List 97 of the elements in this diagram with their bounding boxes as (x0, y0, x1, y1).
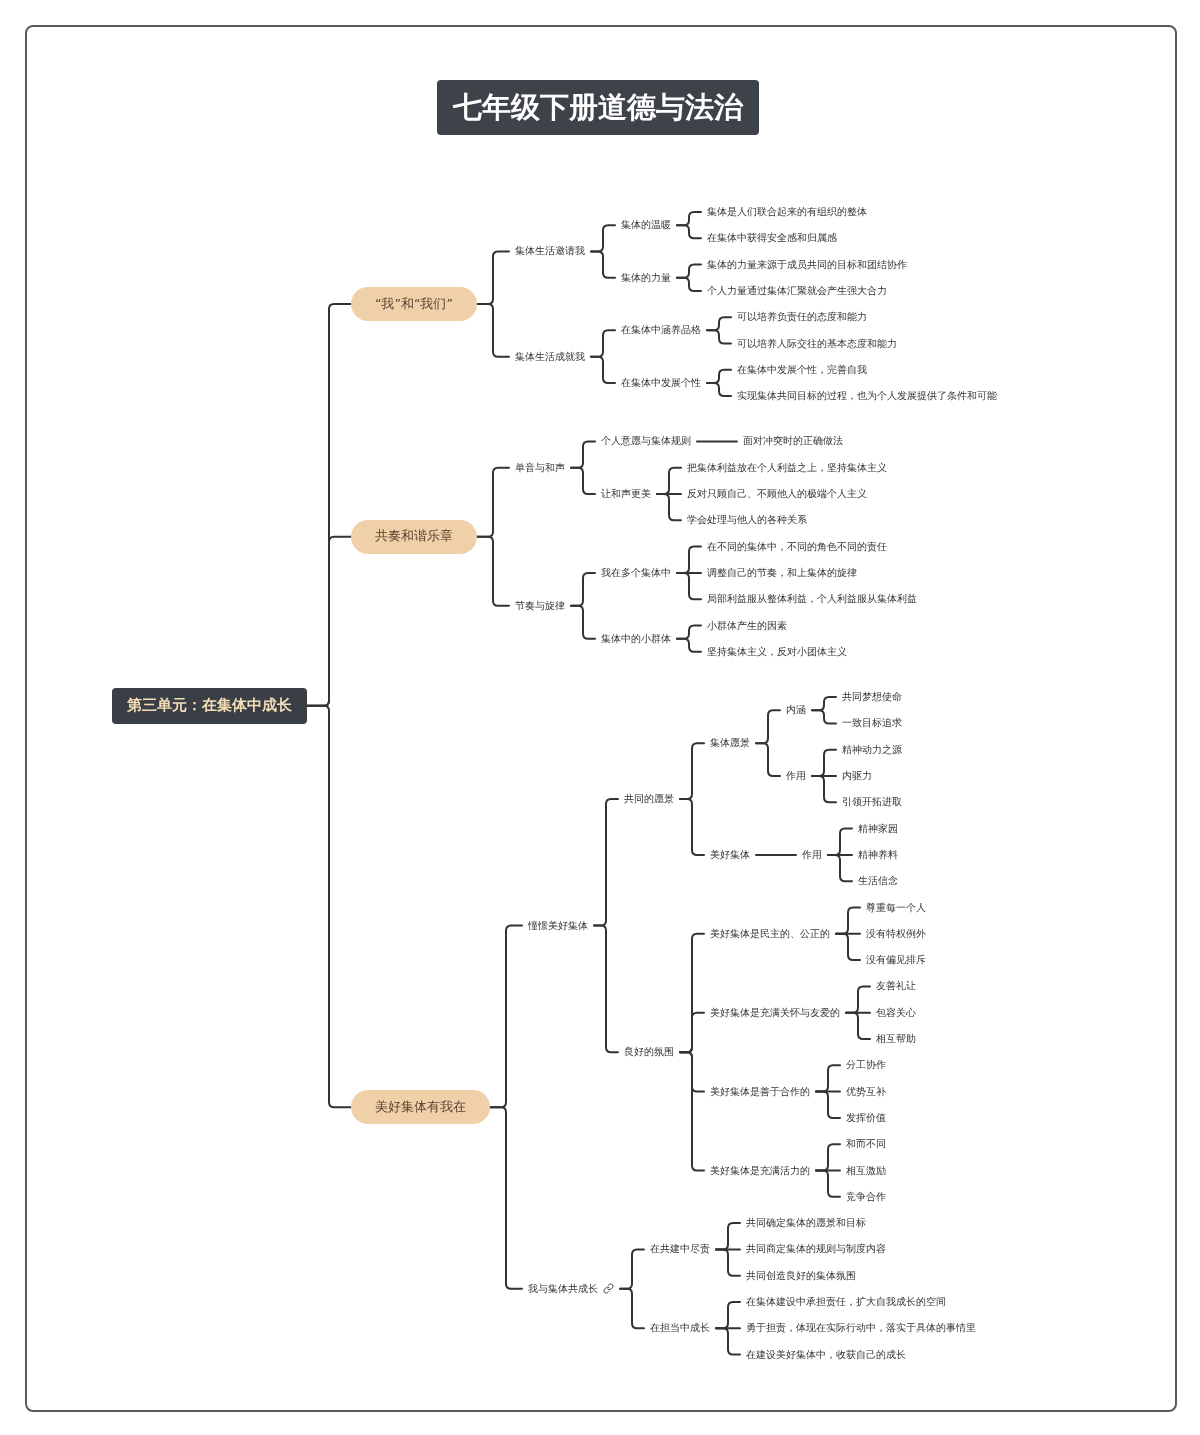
topic-text: 在集体中发展个性 (621, 375, 701, 390)
topic-text: 单音与和声 (515, 460, 565, 475)
topic-text: 反对只顾自己、不顾他人的极端个人主义 (687, 487, 867, 501)
topic-text: 我在多个集体中 (601, 565, 671, 580)
topic-text: 集体生活成就我 (515, 349, 585, 364)
topic-text: 共同梦想使命 (842, 690, 902, 705)
branch-line (696, 440, 738, 443)
topic-text: 共同确定集体的愿景和目标 (746, 1216, 866, 1231)
topic-text: 共同商定集体的规则与制度内容 (746, 1242, 886, 1257)
topic-text: 美好集体是民主的、公正的 (710, 926, 830, 941)
topic-text: 在集体中涵养品格 (621, 323, 701, 338)
branch-line (845, 1011, 871, 1040)
branch-line (835, 932, 861, 962)
topic-text: 美好集体是充满活力的 (710, 1163, 810, 1178)
topic-text: 集体的温暖 (621, 218, 671, 233)
topic-text: 尊重每一个人 (866, 900, 926, 915)
topic-text: 优势互补 (846, 1084, 886, 1099)
branch-line (306, 704, 352, 1109)
branch-line (570, 466, 596, 495)
topic-text: 让和声更美 (601, 487, 651, 501)
topic-text: 面对冲突时的正确做法 (743, 434, 843, 449)
title-banner: 七年级下册道德与法治 (437, 80, 759, 135)
branch-line (706, 381, 732, 398)
topic-text: 我与集体共成长 (528, 1281, 598, 1296)
topic-text: 生活信念 (858, 874, 898, 889)
topic-text: 没有特权例外 (866, 926, 926, 941)
topic-text: 小群体产生的因素 (707, 618, 787, 633)
topic-text: 勇于担责，体现在实际行动中，落实于具体的事情里 (746, 1321, 976, 1336)
branch-pill: 美好集体有我在 (351, 1090, 490, 1125)
topic-text: 集体中的小群体 (601, 631, 671, 646)
topic-text: 精神养料 (858, 847, 898, 862)
topic-text: 竞争合作 (846, 1189, 886, 1204)
branch-line (590, 250, 616, 279)
topic-text: 共同的愿景 (624, 792, 674, 806)
branch-line (715, 1327, 741, 1356)
topic-text: 在集体中发展个性，完善自我 (737, 362, 867, 377)
topic-text: 一致目标追求 (842, 716, 902, 731)
topic-text: 集体愿景 (710, 736, 750, 751)
topic-text: 坚持集体主义，反对小团体主义 (707, 644, 847, 659)
topic-text: 作用 (802, 847, 822, 862)
topic-text: 把集体利益放在个人利益之上，坚持集体主义 (687, 460, 887, 475)
topic-text: 内驱力 (842, 769, 872, 783)
branch-line (815, 1090, 841, 1119)
branch-line (755, 853, 797, 856)
branch-pill: “我”和“我们” (351, 287, 477, 322)
branch-line (676, 637, 702, 653)
branch-line (676, 276, 702, 292)
branch-line (590, 355, 616, 384)
topic-text: 没有偏见排斥 (866, 953, 926, 968)
branch-line (676, 224, 702, 240)
topic-text: 在建设美好集体中，收获自己的成长 (746, 1347, 906, 1362)
topic-text: 可以培养人际交往的基本态度和能力 (737, 336, 897, 351)
branch-pill: 共奏和谐乐章 (351, 519, 477, 554)
topic-text: 局部利益服从整体利益，个人利益服从集体利益 (707, 592, 917, 607)
topic-text: 节奏与旋律 (515, 598, 565, 613)
topic-text: 发挥价值 (846, 1110, 886, 1125)
topic-text: 集体的力量 (621, 270, 671, 285)
topic-text: 个人力量通过集体汇聚就会产生强大合力 (707, 283, 887, 298)
branch-line (656, 493, 682, 522)
topic-text: 分工协作 (846, 1058, 886, 1073)
topic-text: 在集体建设中承担责任，扩大自我成长的空间 (746, 1295, 946, 1309)
topic-text: 在不同的集体中，不同的角色不同的责任 (707, 539, 887, 554)
topic-text: 相互帮助 (876, 1032, 916, 1046)
topic-text: 友善礼让 (876, 979, 916, 994)
topic-text: 在共建中尽责 (650, 1242, 710, 1257)
topic-text: 内涵 (786, 703, 806, 718)
topic-text: 集体是人们联合起来的有组织的整体 (707, 205, 867, 219)
topic-text: 可以培养负责任的态度和能力 (737, 310, 867, 325)
topic-text: 包容关心 (876, 1005, 916, 1020)
branch-line (815, 1169, 841, 1198)
topic-text: 精神家园 (858, 821, 898, 836)
topic-text: 美好集体是善于合作的 (710, 1084, 810, 1099)
topic-text: 憧憬美好集体 (528, 918, 588, 933)
topic-text: 相互激励 (846, 1163, 886, 1178)
topic-text: 学会处理与他人的各种关系 (687, 513, 807, 528)
branch-line (676, 571, 702, 601)
branch-line (706, 329, 732, 345)
topic-text: 共同创造良好的集体氛围 (746, 1268, 856, 1283)
topic-text: 在集体中获得安全感和归属感 (707, 231, 837, 246)
branch-line (715, 1248, 741, 1277)
topic-text: 个人意愿与集体规则 (601, 434, 691, 449)
topic-text: 集体生活邀请我 (515, 244, 585, 259)
topic-text: 引领开拓进取 (842, 795, 902, 810)
topic-text: 和而不同 (846, 1137, 886, 1152)
branch-line (811, 709, 837, 725)
topic-text: 良好的氛围 (624, 1045, 674, 1060)
branch-line (827, 853, 853, 883)
topic-text: 在担当中成长 (650, 1321, 710, 1336)
topic-text: 实现集体共同目标的过程，也为个人发展提供了条件和可能 (737, 389, 997, 404)
topic-text: 美好集体是充满关怀与友爱的 (710, 1005, 840, 1020)
central-topic-box: 第三单元：在集体中成长 (112, 687, 307, 724)
branch-line (811, 775, 837, 804)
topic-text: 调整自己的节奏，和上集体的旋律 (707, 565, 857, 580)
topic-text: 集体的力量来源于成员共同的目标和团结协作 (707, 257, 907, 272)
topic-text: 作用 (786, 769, 806, 783)
topic-text: 美好集体 (710, 847, 750, 862)
topic-text: 精神动力之源 (842, 742, 902, 757)
